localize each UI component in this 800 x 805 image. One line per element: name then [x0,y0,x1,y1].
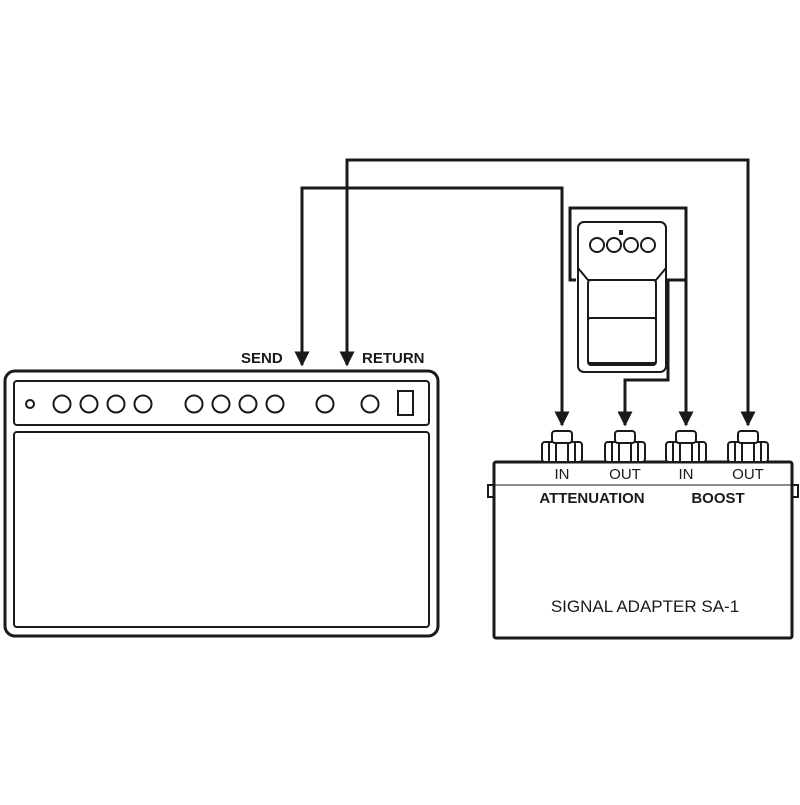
return-label: RETURN [362,350,425,367]
adapter-jacks [541,430,769,463]
amp-knob [211,394,231,414]
amp-knob [238,394,258,414]
attenuation-in-label: IN [555,466,570,483]
amplifier [3,369,440,638]
pedal-knob [606,237,622,253]
attenuation-out-label: OUT [609,466,641,483]
amp-knob [315,394,335,414]
power-led-icon [25,399,35,409]
adapter-title: SIGNAL ADAPTER SA-1 [551,597,739,616]
pedal-footswitch-plate [587,317,657,364]
amp-speaker-grille [13,431,430,628]
power-switch-icon [397,390,414,416]
cable-boost-out-to-return [339,158,756,427]
pedal-knob [589,237,605,253]
amp-knob [265,394,285,414]
amp-cabinet [3,369,440,638]
amp-knob [79,394,99,414]
amp-knob [184,394,204,414]
pedal-led-icon [619,230,623,235]
amp-knobs [25,394,380,414]
amp-control-panel [13,380,430,426]
cable-attenuation-out-to-pedal [617,278,686,427]
attenuation-section-label: ATTENUATION [539,490,644,507]
jack-attenuation-in [541,430,583,463]
boost-out-label: OUT [732,466,764,483]
cables [294,158,756,427]
amp-knob [106,394,126,414]
send-label: SEND [241,350,283,367]
jack-attenuation-out [604,430,646,463]
jack-boost-in [665,430,707,463]
jack-boost-out [727,430,769,463]
amp-knob [52,394,72,414]
amp-knob [360,394,380,414]
amp-knob [133,394,153,414]
pedal-knob [623,237,639,253]
cable-pedal-to-boost-in [568,206,694,427]
boost-section-label: BOOST [691,490,744,507]
effects-pedal [577,221,667,373]
cable-send-to-attenuation-in [294,186,570,427]
pedal-knob [640,237,656,253]
boost-in-label: IN [679,466,694,483]
